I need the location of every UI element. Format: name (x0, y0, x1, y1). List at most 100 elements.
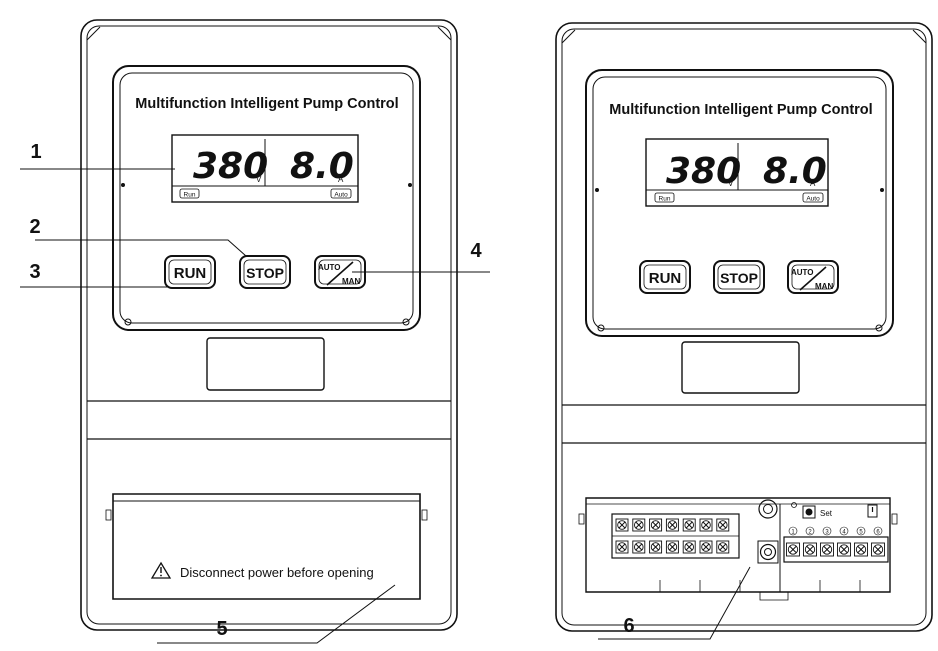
man-label: MAN (342, 277, 360, 286)
current-readout: 8.0 (290, 146, 354, 187)
panel-title: Multifunction Intelligent Pump Control (609, 102, 872, 118)
terminal-number: 3 (825, 530, 829, 536)
front-panel-inner (119, 72, 414, 324)
terminal-number-ring (856, 526, 866, 536)
set-button[interactable] (802, 505, 816, 519)
stop-button[interactable]: STOP (239, 255, 291, 289)
auto-indicator-label: Auto (806, 196, 820, 203)
enclosure-outer (555, 22, 933, 632)
terminal-number: 4 (842, 530, 846, 536)
callout-6: 6 (598, 566, 751, 640)
terminal-screw-icon (665, 540, 679, 554)
terminal-screw-icon (665, 518, 679, 532)
terminal-number-ring (788, 526, 798, 536)
current-unit: A (810, 179, 816, 188)
panel-screw (597, 324, 605, 332)
terminal-screw-icon (699, 518, 713, 532)
stop-button-label: STOP (720, 270, 758, 286)
terminal-number-ring (805, 526, 815, 536)
run-button-label: RUN (174, 265, 207, 282)
callout-5: 5 (157, 584, 396, 644)
terminal-screw-icon (820, 542, 834, 557)
left-unit: Multifunction Intelligent Pump Control 3… (80, 19, 458, 631)
terminal-number: 5 (859, 530, 863, 536)
svg-text:1: 1 (30, 141, 41, 163)
terminal-number-ring (839, 526, 849, 536)
run-button[interactable]: RUN (164, 255, 216, 289)
svg-text:6: 6 (623, 615, 634, 637)
man-label: MAN (815, 282, 833, 291)
terminal-screw-icon (649, 540, 663, 554)
current-unit: A (338, 175, 344, 184)
auto-man-button[interactable]: AUTO MAN (787, 260, 839, 294)
callout-1: 1 (20, 141, 175, 170)
corner-marks (561, 29, 927, 44)
panel-screw (875, 324, 883, 332)
run-button[interactable]: RUN (639, 260, 691, 294)
panel-title: Multifunction Intelligent Pump Control (135, 96, 398, 112)
auto-label: AUTO (318, 263, 341, 272)
voltage-unit: V (256, 175, 262, 184)
terminal-number-ring (873, 526, 883, 536)
stop-button[interactable]: STOP (713, 260, 765, 294)
auto-label: AUTO (791, 268, 814, 277)
run-button-label: RUN (649, 270, 682, 287)
main-terminal-screws (615, 518, 730, 554)
callout-3: 3 (20, 261, 170, 288)
terminal-screw-icon (615, 540, 629, 554)
terminal-screw-icon (854, 542, 868, 557)
stop-button-label: STOP (246, 265, 284, 281)
dip-switch[interactable] (867, 504, 878, 518)
panel-dot (595, 188, 599, 192)
led-icon (791, 502, 797, 508)
panel-screw (124, 318, 132, 326)
run-indicator-label: Run (184, 192, 196, 199)
cover-tab (421, 509, 428, 521)
voltage-readout: 380 (193, 146, 268, 187)
corner-marks (86, 26, 452, 41)
terminal-screw-icon (615, 518, 629, 532)
callout-4: 4 (352, 240, 490, 273)
run-indicator-label: Run (659, 196, 671, 203)
terminal-screw-icon (682, 540, 696, 554)
panel-dot (408, 183, 412, 187)
cover-tab (105, 509, 112, 521)
run-indicator (654, 192, 675, 203)
terminal-screw-icon (682, 518, 696, 532)
svg-text:3: 3 (29, 261, 40, 283)
voltage-readout: 380 (666, 151, 741, 192)
panel-dot (880, 188, 884, 192)
front-panel-frame (112, 65, 421, 331)
terminal-screw-icon (632, 518, 646, 532)
terminal-strip-screws (786, 542, 885, 557)
terminal-cover (112, 493, 421, 600)
svg-text:5: 5 (216, 618, 227, 640)
terminal-compartment (578, 497, 898, 601)
enclosure-outer (80, 19, 458, 631)
voltage-unit: V (728, 179, 734, 188)
terminal-number: 1 (791, 530, 795, 536)
terminal-screw-icon (699, 540, 713, 554)
auto-indicator-label: Auto (334, 192, 348, 199)
auto-indicator (330, 188, 352, 199)
enclosure-inner (561, 28, 927, 626)
terminal-screw-icon (803, 542, 817, 557)
callout-2: 2 (29, 216, 247, 257)
svg-text:2: 2 (29, 216, 40, 238)
main-terminal-block (611, 513, 740, 559)
terminal-screw-icon (871, 542, 885, 557)
terminal-screw-icon (716, 540, 730, 554)
terminal-screw-icon (649, 518, 663, 532)
label-window (681, 341, 800, 394)
warning-icon (150, 561, 172, 579)
panel-dot (121, 183, 125, 187)
auto-indicator (802, 192, 824, 203)
svg-text:4: 4 (470, 240, 482, 262)
terminal-strip (783, 536, 889, 563)
front-panel-inner (592, 76, 887, 330)
run-indicator (179, 188, 200, 199)
label-window (206, 337, 325, 391)
terminal-number: 6 (876, 530, 880, 536)
enclosure-inner (86, 25, 452, 625)
